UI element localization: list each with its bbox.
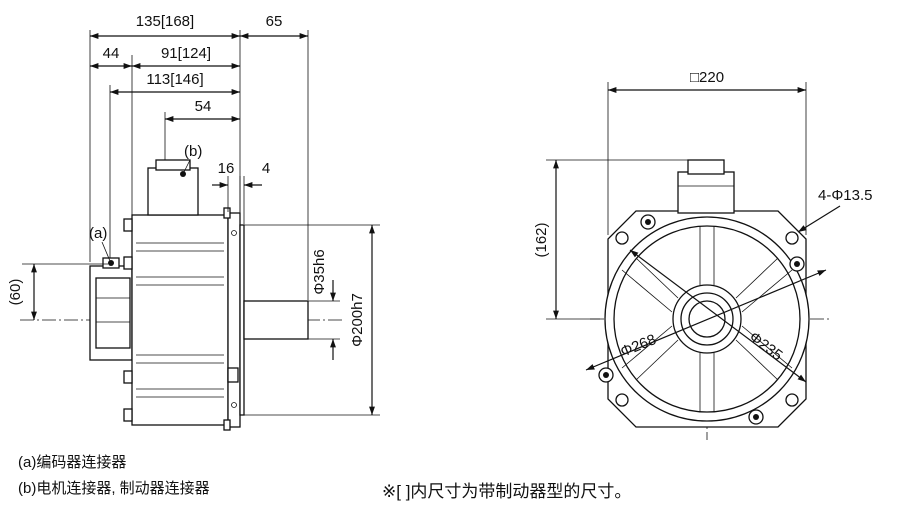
dim-mounting-holes: 4-Φ13.5 [818, 187, 873, 204]
dim-connector-height: (162) [533, 222, 550, 257]
dim-encoder-height: (60) [7, 279, 24, 306]
dim-spigot-length: 4 [262, 160, 270, 177]
callout-b: (b) [184, 143, 202, 160]
legend: (a)编码器连接器 (b)电机连接器, 制动器连接器 [18, 454, 210, 497]
power-connector [147, 159, 199, 216]
output-shaft [243, 300, 309, 340]
dim-shaft-length: 65 [266, 13, 283, 30]
legend-line-a: (a)编码器连接器 [18, 454, 126, 471]
side-view: 135[168] 65 44 91[124] 113[146] 54 16 4 … [7, 13, 380, 431]
mounting-holes [598, 214, 805, 425]
legend-line-b: (b)电机连接器, 制动器连接器 [18, 480, 210, 497]
dim-flange-thickness: 16 [218, 160, 235, 177]
dim-flange-square: □220 [690, 69, 724, 86]
front-view: □220 (162) 4-Φ13.5 Φ268 Φ235 [533, 69, 873, 440]
dim-rear-cover: 44 [103, 45, 120, 62]
dim-body-to-encoder: 113[146] [146, 71, 203, 88]
note-brake-dimensions: ※[ ]内尺寸为带制动器型的尺寸。 [382, 482, 631, 501]
front-connector [677, 159, 735, 214]
motor-body [123, 214, 229, 426]
callout-a: (a) [89, 225, 107, 242]
dim-spigot-diameter: Φ200h7 [349, 293, 366, 347]
mounting-flange [223, 207, 241, 431]
dim-connector-offset: 54 [195, 98, 212, 115]
dim-body-length: 91[124] [161, 45, 211, 62]
dim-overall-length: 135[168] [136, 13, 194, 30]
encoder-housing [89, 257, 133, 361]
dim-shaft-diameter: Φ35h6 [311, 249, 328, 294]
